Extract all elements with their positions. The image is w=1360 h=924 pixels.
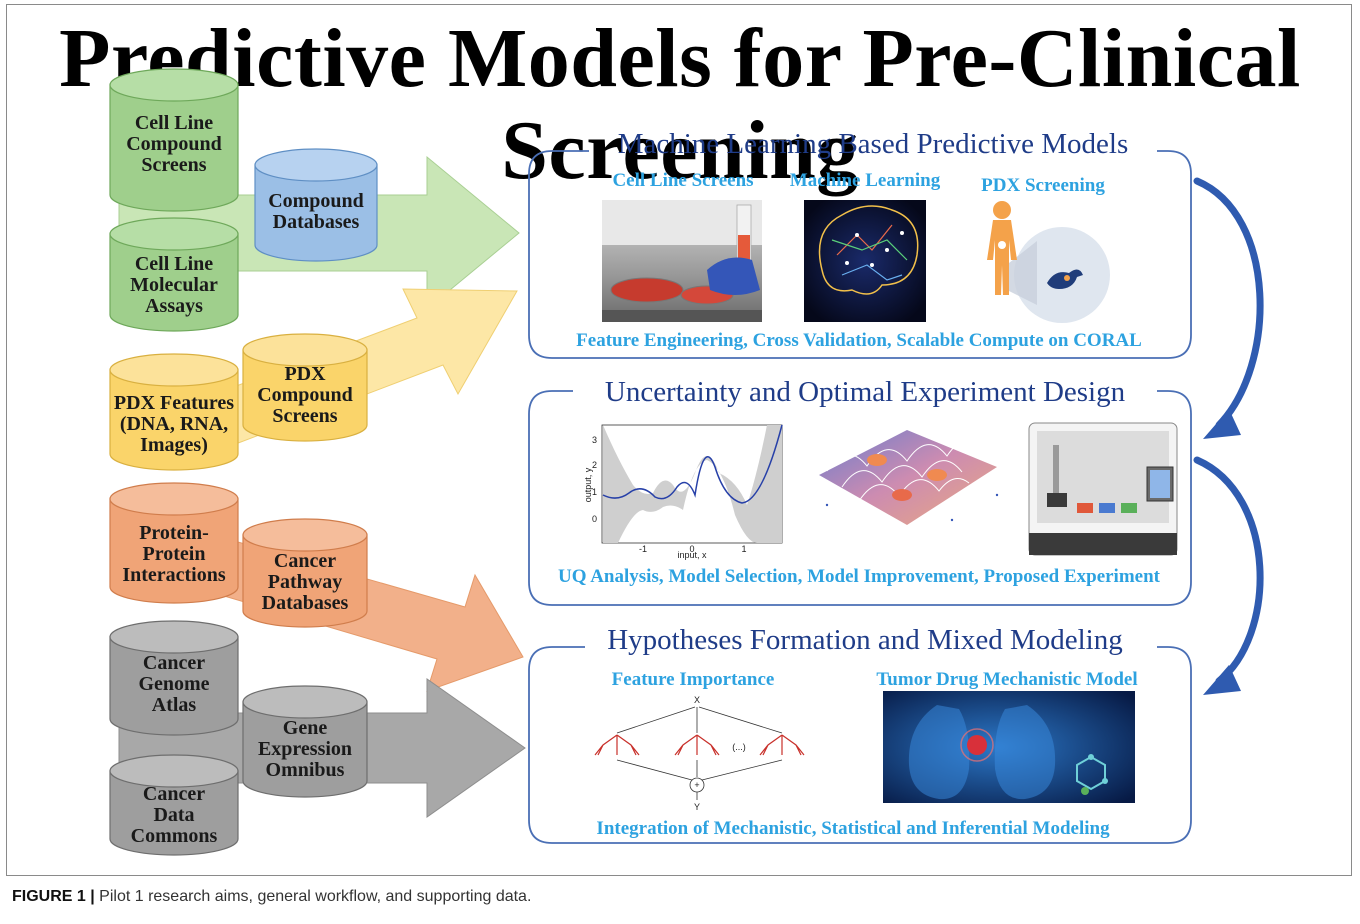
caption-text: Pilot 1 research aims, general workflow,… — [94, 888, 532, 905]
sublabel-feature-importance: Feature Importance — [612, 669, 775, 690]
surface-plot-image — [819, 430, 999, 525]
cylinder-label-line: Cancer — [143, 652, 205, 674]
cylinder-label-line: Compound — [257, 384, 353, 406]
curved-arrowhead — [1203, 409, 1241, 439]
uq-ytick: 0 — [592, 514, 597, 524]
cylinder-label-line: PDX — [284, 363, 326, 385]
cylinder-label-line: Molecular — [130, 274, 218, 296]
cylinder-cell-line-compound-screens: Cell Line Compound Screens — [109, 68, 239, 212]
uq-xtick: 1 — [741, 544, 746, 554]
cylinder-label-line: Compound — [268, 190, 364, 212]
random-forest-diagram: X (...) + Y — [594, 695, 805, 812]
cylinder-cancer-data-commons: Cancer Data Commons — [109, 754, 239, 856]
cylinder-label-line: Expression — [258, 738, 352, 760]
figure-caption: FIGURE 1 | Pilot 1 research aims, genera… — [12, 888, 531, 906]
panel-hypotheses: Hypotheses Formation and Mixed Modeling … — [528, 624, 1192, 844]
uq-xtick: -1 — [639, 544, 647, 554]
panel-uncertainty: Uncertainty and Optimal Experiment Desig… — [528, 376, 1192, 606]
panel-machine-learning: Machine Learning Based Predictive Models… — [528, 128, 1192, 359]
cell-line-lab-image — [602, 200, 762, 322]
curved-arrow-ml-to-uq — [1193, 177, 1264, 429]
uq-ytick: 1 — [592, 487, 597, 497]
cylinder-label-line: Cancer — [143, 783, 205, 805]
sublabel-machine-learning: Machine Learning — [790, 170, 941, 191]
panel-title: Hypotheses Formation and Mixed Modeling — [607, 624, 1123, 656]
sublabel-pdx-screening: PDX Screening — [981, 175, 1105, 196]
cylinder-label-line: Data — [153, 804, 194, 826]
cylinder-gene-expression-omnibus: Gene Expression Omnibus — [242, 685, 368, 798]
cylinder-label-line: Atlas — [152, 694, 197, 716]
uq-ytick: 2 — [592, 460, 597, 470]
sublabel-tumor-drug-model: Tumor Drug Mechanistic Model — [876, 669, 1137, 690]
tumor-lung-image — [883, 691, 1135, 803]
cylinder-cell-line-molecular-assays: Cell Line Molecular Assays — [109, 217, 239, 332]
cylinder-label-line: Compound — [126, 133, 222, 155]
cylinder-pdx-compound-screens: PDX Compound Screens — [242, 333, 368, 442]
cylinder-cancer-genome-atlas: Cancer Genome Atlas — [109, 620, 239, 736]
cylinder-pdx-features: PDX Features (DNA, RNA, Images) — [109, 353, 239, 471]
cylinder-cancer-pathway-databases: Cancer Pathway Databases — [242, 518, 368, 628]
cylinder-label-line: Databases — [262, 592, 349, 614]
panel-footer: Feature Engineering, Cross Validation, S… — [576, 330, 1142, 351]
forest-sum-symbol: + — [694, 780, 699, 790]
workflow-diagram: Cell Line Compound Screens Cell Line Mol… — [109, 68, 1264, 856]
cylinder-label-line: Omnibus — [266, 759, 345, 781]
cylinder-label-line: Cell Line — [135, 112, 213, 134]
cylinder-label-line: Pathway — [268, 571, 342, 593]
cylinder-label-line: Databases — [273, 211, 360, 233]
cylinder-label-line: Cell Line — [135, 253, 213, 275]
sublabel-cell-line-screens: Cell Line Screens — [612, 170, 753, 191]
cylinder-label-line: Gene — [283, 717, 328, 739]
uq-gp-plot: output, y input, x 3 2 1 0 -1 0 1 — [583, 424, 783, 560]
uq-ytick: 3 — [592, 435, 597, 445]
cylinder-protein-protein-interactions: Protein- Protein Interactions — [109, 482, 239, 604]
figure-frame: Predictive Models for Pre-Clinical Scree… — [6, 4, 1352, 876]
cylinder-compound-databases: Compound Databases — [254, 148, 378, 262]
cylinder-label-line: Protein- — [139, 522, 209, 544]
cylinder-label-line: Protein — [143, 543, 206, 565]
caption-label: FIGURE 1 | — [12, 888, 95, 905]
cylinder-label-line: Images) — [140, 434, 208, 456]
cylinder-label-line: Commons — [131, 825, 218, 847]
pdx-screening-image — [987, 201, 1110, 323]
panel-footer: Integration of Mechanistic, Statistical … — [596, 818, 1110, 839]
cylinder-label-line: Genome — [138, 673, 209, 695]
cylinder-label-line: Screens — [141, 154, 206, 176]
forest-output-label: Y — [694, 802, 700, 812]
cylinder-label-line: Cancer — [274, 550, 336, 572]
curved-arrow-uq-to-hyp — [1193, 456, 1264, 685]
uq-xtick: 0 — [689, 544, 694, 554]
cylinder-label-line: Assays — [145, 295, 203, 317]
cylinder-label-line: Screens — [272, 405, 337, 427]
panel-title: Machine Learning Based Predictive Models — [618, 128, 1129, 160]
figure-title: Predictive Models for Pre-Clinical Scree… — [59, 12, 1301, 197]
lab-robot-image — [1028, 422, 1178, 556]
cylinder-label-line: (DNA, RNA, — [120, 413, 228, 435]
brain-image — [804, 200, 926, 322]
panel-footer: UQ Analysis, Model Selection, Model Impr… — [558, 566, 1161, 587]
cylinder-label-line: PDX Features — [114, 392, 234, 414]
forest-input-label: X — [694, 695, 700, 705]
panel-title: Uncertainty and Optimal Experiment Desig… — [605, 376, 1126, 408]
cylinder-label-line: Interactions — [122, 564, 226, 586]
uq-xlabel: input, x — [677, 550, 707, 560]
forest-ellipsis: (...) — [732, 742, 746, 752]
curved-arrowhead — [1203, 665, 1241, 695]
uq-ylabel: output, y — [583, 467, 593, 502]
